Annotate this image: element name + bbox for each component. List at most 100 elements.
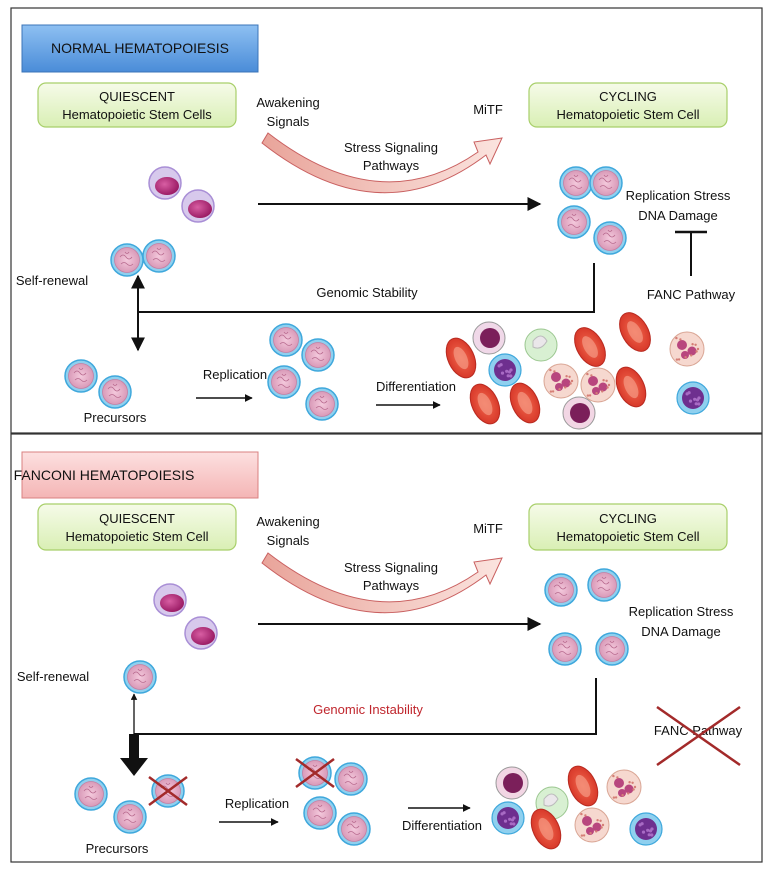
stem-cell bbox=[301, 338, 335, 372]
white-blood-cell bbox=[495, 766, 529, 800]
normal-self-renewal-cells bbox=[110, 239, 176, 277]
fanconi-precursor-thick-arrow bbox=[120, 734, 148, 776]
stem-cell bbox=[305, 387, 339, 421]
stem-cell bbox=[64, 359, 98, 393]
normal-cycling-label: CYCLING bbox=[599, 89, 657, 104]
stem-cell bbox=[98, 375, 132, 409]
fanconi-self-renewal-cell bbox=[123, 660, 157, 694]
stem-cell bbox=[587, 568, 621, 602]
normal-precursors-label: Precursors bbox=[84, 410, 147, 425]
stem-cell bbox=[559, 166, 593, 200]
fanconi-mitf-label: MiTF bbox=[473, 521, 503, 536]
fanconi-dna-damage-label: DNA Damage bbox=[641, 624, 720, 639]
normal-quiescent-cells bbox=[148, 166, 215, 223]
quiescent-cell bbox=[148, 166, 182, 200]
stem-cell bbox=[269, 323, 303, 357]
fanconi-cycling-box bbox=[528, 503, 728, 551]
stem-cell bbox=[74, 777, 108, 811]
stem-cell bbox=[589, 166, 623, 200]
fanconi-quiescent-box bbox=[37, 503, 237, 551]
normal-cycling-cells bbox=[557, 166, 627, 255]
fanconi-fanc-pathway-label: FANC Pathway bbox=[654, 723, 743, 738]
stem-cell bbox=[334, 762, 368, 796]
normal-quiescent-label: QUIESCENT bbox=[99, 89, 175, 104]
stem-cell bbox=[593, 221, 627, 255]
fanconi-replication-stress-label: Replication Stress bbox=[629, 604, 734, 619]
normal-self-renewal-label: Self-renewal bbox=[16, 273, 88, 288]
fanconi-quiescent-cells bbox=[153, 583, 218, 650]
fanconi-self-renewal-label: Self-renewal bbox=[17, 669, 89, 684]
granulocyte bbox=[580, 367, 616, 403]
stem-cell bbox=[267, 365, 301, 399]
stem-cell bbox=[113, 800, 147, 834]
red-blood-cell bbox=[619, 312, 651, 352]
fanconi-replication-label: Replication bbox=[225, 796, 289, 811]
fanconi-quiescent-label: QUIESCENT bbox=[99, 511, 175, 526]
granulocyte bbox=[574, 807, 610, 843]
normal-dna-damage-label: DNA Damage bbox=[638, 208, 717, 223]
normal-quiescent-box bbox=[37, 82, 237, 128]
stem-cell bbox=[548, 632, 582, 666]
normal-pathways-label: Pathways bbox=[363, 158, 420, 173]
normal-cycling-box bbox=[528, 82, 728, 128]
normal-signals-label: Signals bbox=[267, 114, 310, 129]
quiescent-cell bbox=[153, 583, 187, 617]
granulocyte bbox=[669, 331, 705, 367]
normal-replication-label: Replication bbox=[203, 367, 267, 382]
normal-awakening-label: Awakening bbox=[256, 95, 319, 110]
normal-genomic-stability-line bbox=[138, 263, 595, 313]
fanconi-title-banner bbox=[21, 451, 259, 499]
normal-title-banner bbox=[21, 24, 259, 73]
normal-quiescent-sublabel: Hematopoietic Stem Cells bbox=[62, 107, 212, 122]
normal-panel-frame bbox=[10, 7, 763, 434]
basophil bbox=[629, 812, 663, 846]
fanconi-precursors-label: Precursors bbox=[86, 841, 149, 856]
fanconi-awakening-label: Awakening bbox=[256, 514, 319, 529]
fanconi-quiescent-sublabel: Hematopoietic Stem Cell bbox=[65, 529, 208, 544]
fanconi-precursor-cells bbox=[74, 774, 188, 834]
normal-replication-stress-label: Replication Stress bbox=[626, 188, 731, 203]
fanconi-cycling-sublabel: Hematopoietic Stem Cell bbox=[556, 529, 699, 544]
fanconi-cycling-label: CYCLING bbox=[599, 511, 657, 526]
fanconi-differentiation-label: Differentiation bbox=[402, 818, 482, 833]
red-blood-cell bbox=[574, 327, 606, 367]
monocyte bbox=[524, 328, 558, 362]
normal-precursor-cells bbox=[64, 359, 132, 409]
normal-replicated-cells bbox=[267, 323, 339, 421]
red-blood-cell bbox=[469, 383, 501, 425]
crossed-stem-cell bbox=[295, 756, 335, 790]
stem-cell bbox=[123, 660, 157, 694]
quiescent-cell bbox=[181, 189, 215, 223]
basophil bbox=[676, 381, 710, 415]
fanconi-cycling-cells bbox=[544, 568, 629, 666]
cross-icon bbox=[148, 775, 188, 807]
cross-icon bbox=[295, 757, 335, 789]
fanconi-replicated-cells bbox=[295, 756, 371, 846]
red-blood-cell bbox=[615, 366, 647, 408]
normal-differentiated-cells bbox=[445, 312, 710, 430]
normal-mitf-label: MiTF bbox=[473, 102, 503, 117]
normal-stress-curve-arrow bbox=[261, 132, 503, 194]
basophil bbox=[488, 353, 522, 387]
fanconi-title: FANCONI HEMATOPOIESIS bbox=[14, 467, 195, 483]
fanconi-signals-label: Signals bbox=[267, 533, 310, 548]
stem-cell bbox=[544, 573, 578, 607]
red-blood-cell bbox=[530, 808, 562, 850]
normal-differentiation-label: Differentiation bbox=[376, 379, 456, 394]
basophil bbox=[491, 801, 525, 835]
normal-stress-label: Stress Signaling bbox=[344, 140, 438, 155]
normal-title: NORMAL HEMATOPOIESIS bbox=[51, 40, 229, 56]
normal-genomic-stability-label: Genomic Stability bbox=[316, 285, 418, 300]
crossed-stem-cell bbox=[148, 774, 188, 808]
fanconi-genomic-instability-label: Genomic Instability bbox=[313, 702, 423, 717]
fanconi-genomic-instability-line bbox=[134, 678, 597, 735]
granulocyte bbox=[606, 769, 642, 805]
granulocyte bbox=[543, 363, 579, 399]
white-blood-cell bbox=[472, 321, 506, 355]
stem-cell bbox=[110, 243, 144, 277]
fanconi-stress-curve-arrow bbox=[261, 552, 503, 614]
stem-cell bbox=[557, 205, 591, 239]
stem-cell bbox=[595, 632, 629, 666]
fanconi-pathways-label: Pathways bbox=[363, 578, 420, 593]
